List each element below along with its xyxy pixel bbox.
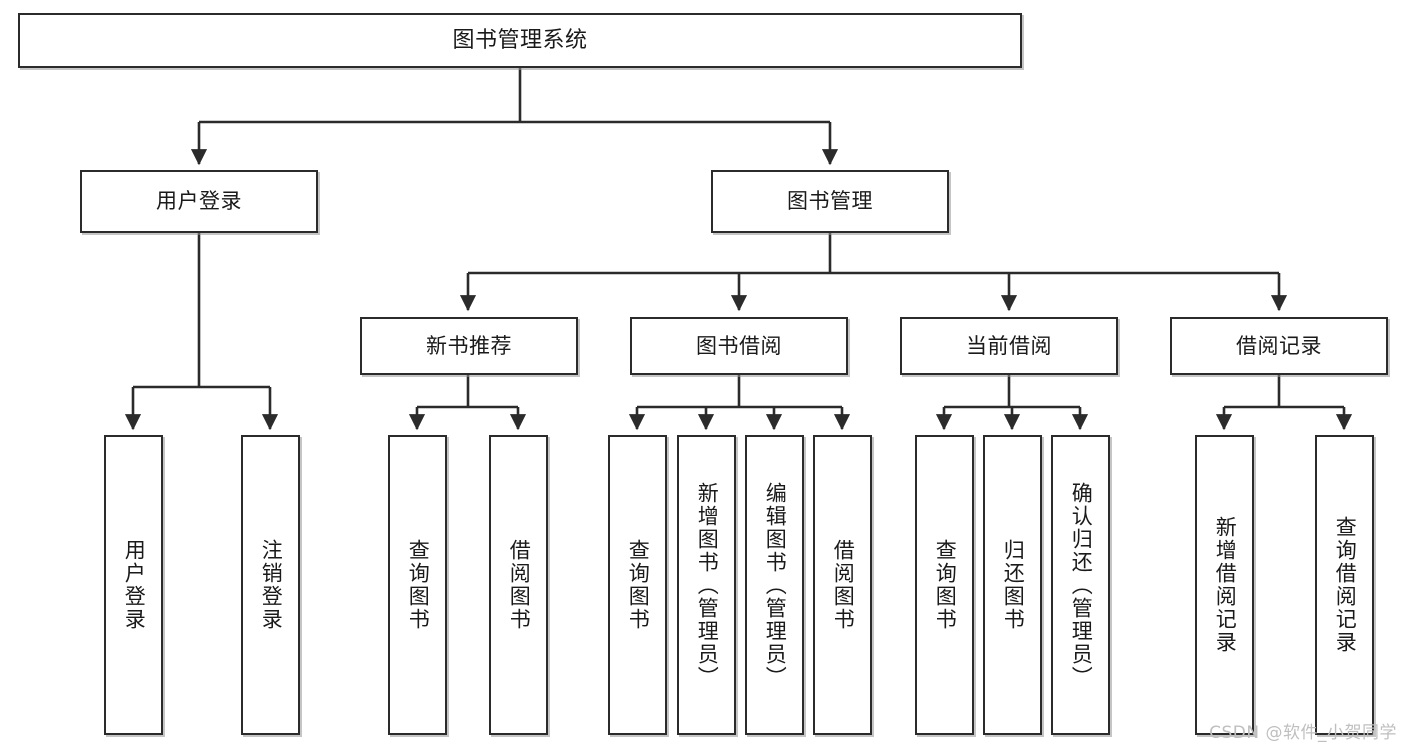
node-book-borrow-label: 图书借阅 [696,333,782,358]
leaf-query-record[interactable]: 查询借阅记录 [1315,435,1374,735]
leaf-query-book-3-label: 查询图书 [933,539,958,631]
leaf-return-book-label: 归还图书 [1001,539,1026,631]
node-new-book-recommend[interactable]: 新书推荐 [360,317,578,375]
node-user-login[interactable]: 用户登录 [80,170,318,233]
leaf-borrow-book-2[interactable]: 借阅图书 [813,435,872,735]
leaf-confirm-return-label: 确认归还（管理员） [1069,481,1094,689]
leaf-query-book-1[interactable]: 查询图书 [388,435,447,735]
leaf-add-book[interactable]: 新增图书（管理员） [677,435,736,735]
leaf-query-book-2-label: 查询图书 [626,539,651,631]
leaf-query-book-2[interactable]: 查询图书 [608,435,667,735]
leaf-user-login-label: 用户登录 [122,539,147,631]
leaf-logout-login[interactable]: 注销登录 [241,435,300,735]
leaf-query-book-3[interactable]: 查询图书 [915,435,974,735]
node-root-label: 图书管理系统 [452,27,588,53]
node-book-management[interactable]: 图书管理 [711,170,949,233]
node-borrow-record[interactable]: 借阅记录 [1170,317,1388,375]
node-current-borrow-label: 当前借阅 [966,333,1052,358]
leaf-add-record[interactable]: 新增借阅记录 [1195,435,1254,735]
node-book-management-label: 图书管理 [787,189,873,214]
leaf-edit-book-label: 编辑图书（管理员） [763,481,788,689]
leaf-borrow-book-1-label: 借阅图书 [507,539,532,631]
node-root[interactable]: 图书管理系统 [18,13,1022,68]
leaf-add-record-label: 新增借阅记录 [1213,516,1238,654]
leaf-return-book[interactable]: 归还图书 [983,435,1042,735]
leaf-logout-login-label: 注销登录 [259,539,284,631]
leaf-confirm-return[interactable]: 确认归还（管理员） [1051,435,1110,735]
csdn-watermark: CSDN @软件_小贺同学 [1209,723,1397,743]
leaf-query-book-1-label: 查询图书 [406,539,431,631]
node-book-borrow[interactable]: 图书借阅 [630,317,848,375]
node-current-borrow[interactable]: 当前借阅 [900,317,1118,375]
node-new-book-recommend-label: 新书推荐 [426,333,512,358]
node-borrow-record-label: 借阅记录 [1236,333,1322,358]
leaf-add-book-label: 新增图书（管理员） [695,481,720,689]
leaf-user-login[interactable]: 用户登录 [104,435,163,735]
leaf-query-record-label: 查询借阅记录 [1333,516,1358,654]
leaf-borrow-book-1[interactable]: 借阅图书 [489,435,548,735]
leaf-borrow-book-2-label: 借阅图书 [831,539,856,631]
leaf-edit-book[interactable]: 编辑图书（管理员） [745,435,804,735]
node-user-login-label: 用户登录 [156,189,242,214]
